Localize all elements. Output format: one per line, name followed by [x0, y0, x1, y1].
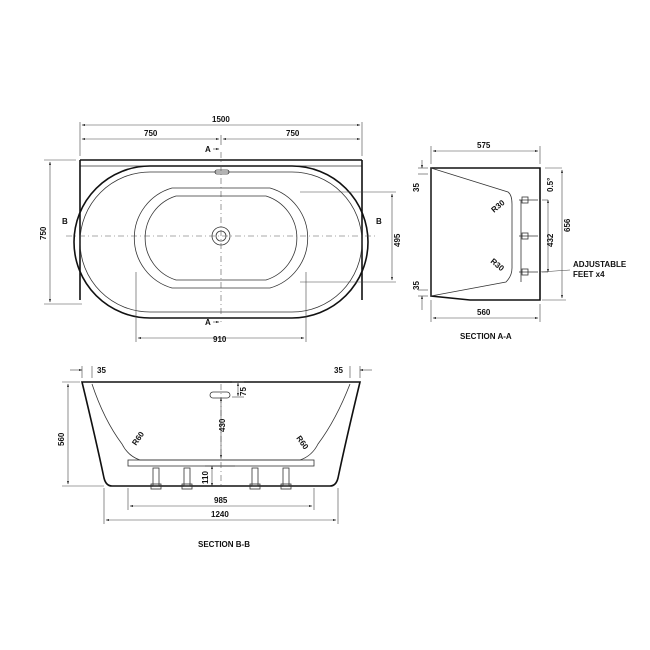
- dim-b-height: 560: [57, 432, 66, 446]
- dim-inner-depth: 495: [393, 233, 402, 247]
- dim-overall-length: 1500: [212, 115, 230, 124]
- dim-a-rim-bottom: 35: [412, 281, 421, 290]
- section-b-outline: [80, 381, 362, 487]
- section-a-view: R30 R30 575 560 35 35 0.5° 432 656: [412, 141, 627, 341]
- dim-b-outer-base: 1240: [211, 510, 229, 519]
- dim-plan-depth: 750: [39, 226, 48, 240]
- dim-right-half: 750: [286, 129, 300, 138]
- plan-view: A A B B 1500 750 750 750 495 910: [39, 115, 402, 344]
- dim-a-bottom-width: 560: [477, 308, 491, 317]
- section-b-title: SECTION B-B: [198, 540, 250, 549]
- feet-note-line2: FEET x4: [573, 270, 605, 279]
- bath-inner-basin: [133, 187, 309, 289]
- radius-b-left: R60: [130, 430, 146, 448]
- dim-a-top-width: 575: [477, 141, 491, 150]
- dim-a-inner-height: 432: [546, 233, 555, 247]
- dim-left-half: 750: [144, 129, 158, 138]
- section-a-outline: [430, 167, 541, 301]
- dim-a-overflow-angle: 0.5°: [546, 178, 555, 192]
- dim-b-rim-left: 35: [97, 366, 106, 375]
- dim-b-inner-base: 985: [214, 496, 228, 505]
- section-mark-a-top: A: [205, 145, 211, 154]
- feet-note-line1: ADJUSTABLE: [573, 260, 627, 269]
- dim-a-rim-top: 35: [412, 183, 421, 192]
- dim-a-height: 656: [563, 218, 572, 232]
- dim-b-base-clearance: 110: [201, 471, 210, 484]
- section-a-title: SECTION A-A: [460, 332, 512, 341]
- radius-b-right: R60: [294, 434, 310, 452]
- bath-outer-rim: [73, 165, 369, 319]
- radius-a-top: R30: [490, 198, 507, 215]
- section-b-view: R60 R60 35 35 560 75 430 110 985: [57, 366, 372, 549]
- dim-inner-length: 910: [213, 335, 227, 344]
- dim-b-rim-right: 35: [334, 366, 343, 375]
- dim-b-overflow: 75: [239, 387, 248, 396]
- radius-a-bottom: R30: [489, 257, 506, 274]
- section-mark-a-bottom: A: [205, 318, 211, 327]
- section-mark-b-left: B: [62, 217, 68, 226]
- section-mark-b-right: B: [376, 217, 382, 226]
- dim-b-water: 430: [218, 418, 227, 432]
